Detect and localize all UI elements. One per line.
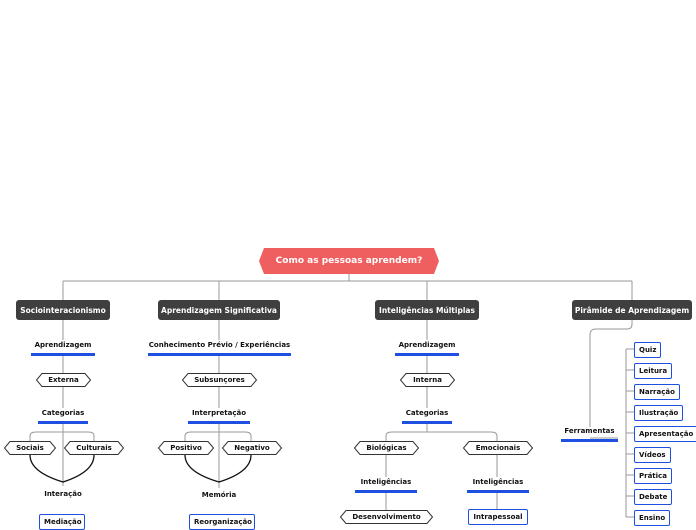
significativa-positivo[interactable]: Positivo — [157, 441, 215, 455]
significativa-subsuncores[interactable]: Subsunçores — [181, 373, 258, 387]
hex-shape — [353, 441, 420, 455]
significativa-positivo-label: Positivo — [170, 444, 202, 452]
tool-narracao[interactable]: Narração — [634, 384, 680, 400]
hex-shape — [181, 373, 258, 387]
socio-sociais-label: Sociais — [16, 444, 44, 452]
multiplas-biologicas[interactable]: Biológicas — [353, 441, 420, 455]
socio-interacao[interactable]: Interação — [44, 490, 82, 498]
hex-shape — [157, 441, 215, 455]
hex-shape — [35, 373, 92, 387]
multiplas-desenvolvimento[interactable]: Desenvolvimento — [339, 510, 434, 524]
significativa-conhecimento[interactable]: Conhecimento Prévio / Experiências — [148, 341, 291, 356]
multiplas-interna-label: Interna — [413, 376, 442, 384]
root-topic[interactable]: Como as pessoas aprendem? — [259, 248, 439, 274]
tool-pratica[interactable]: Prática — [634, 468, 672, 484]
hex-shape — [3, 441, 57, 455]
significativa-memoria[interactable]: Memória — [201, 491, 237, 499]
significativa-negativo[interactable]: Negativo — [221, 441, 283, 455]
socio-child-box[interactable]: Mediação — [39, 514, 85, 530]
socio-sociais[interactable]: Sociais — [3, 441, 57, 455]
multiplas-inteligencias-biologicas[interactable]: Inteligências — [355, 478, 417, 493]
tool-ilustracao[interactable]: Ilustração — [634, 405, 684, 421]
multiplas-emocionais-label: Emocionais — [475, 444, 521, 452]
piramide-ferramentas[interactable]: Ferramentas — [561, 427, 618, 442]
multiplas-aprendizagem[interactable]: Aprendizagem — [395, 341, 459, 356]
hex-shape — [221, 441, 283, 455]
socio-culturais-label: Culturais — [76, 444, 112, 452]
tool-debate[interactable]: Debate — [634, 489, 673, 505]
socio-culturais[interactable]: Culturais — [63, 441, 125, 455]
significativa-child-box[interactable]: Reorganização — [189, 514, 255, 530]
tool-videos[interactable]: Vídeos — [634, 447, 671, 463]
socio-aprendizagem[interactable]: Aprendizagem — [31, 341, 95, 356]
branch-inteligencias-multiplas[interactable]: Inteligências Múltiplas — [375, 300, 479, 320]
hex-shape — [462, 441, 534, 455]
significativa-subsuncores-label: Subsunçores — [194, 376, 245, 384]
multiplas-categorias[interactable]: Categorias — [402, 409, 452, 424]
tool-ensino[interactable]: Ensino — [634, 510, 671, 526]
tool-apresentacao[interactable]: Apresentação — [634, 426, 696, 442]
multiplas-intrapessoal[interactable]: Intrapessoal — [468, 509, 528, 525]
socio-categorias[interactable]: Categorias — [38, 409, 88, 424]
branch-sociointeracionismo[interactable]: Sociointeracionismo — [16, 300, 110, 320]
tool-leitura[interactable]: Leitura — [634, 363, 673, 379]
branch-aprendizagem-significativa[interactable]: Aprendizagem Significativa — [158, 300, 280, 320]
multiplas-inteligencias-emocionais[interactable]: Inteligências — [467, 478, 529, 493]
significativa-negativo-label: Negativo — [234, 444, 270, 452]
significativa-interpretacao[interactable]: Interpretação — [188, 409, 250, 424]
hex-shape — [63, 441, 125, 455]
socio-externa[interactable]: Externa — [35, 373, 92, 387]
multiplas-interna[interactable]: Interna — [399, 373, 456, 387]
tool-quiz[interactable]: Quiz — [634, 342, 662, 358]
multiplas-biologicas-label: Biológicas — [366, 444, 407, 452]
branch-piramide-aprendizagem[interactable]: Pirâmide de Aprendizagem — [572, 300, 692, 320]
multiplas-desenvolvimento-label: Desenvolvimento — [352, 513, 421, 521]
hex-shape — [399, 373, 456, 387]
socio-externa-label: Externa — [48, 376, 79, 384]
multiplas-emocionais[interactable]: Emocionais — [462, 441, 534, 455]
